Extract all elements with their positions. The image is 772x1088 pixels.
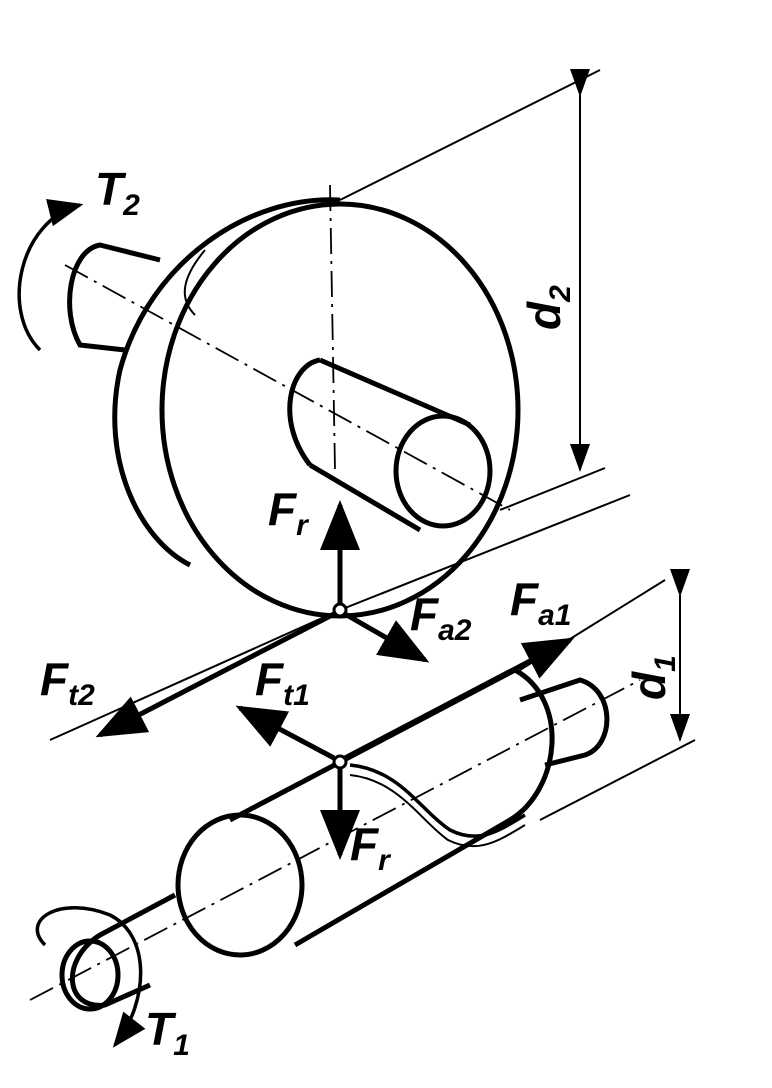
t1-label: T1	[145, 1003, 190, 1062]
torque-t2: T2	[17, 163, 140, 352]
wheel-forces: Fr Fa2 Ft2	[40, 483, 472, 738]
worm-wheel	[64, 184, 521, 619]
worm-right-shaft	[519, 677, 610, 768]
ft1-arrow	[235, 705, 336, 761]
d1-bottom-reference	[539, 739, 696, 821]
worm-body	[228, 667, 555, 948]
t2-label: T2	[95, 163, 140, 222]
fa2-arrow	[343, 611, 430, 663]
wheel-force-origin-point	[332, 602, 348, 618]
wheel-hub-body	[287, 357, 471, 533]
worm-body-end	[175, 812, 305, 958]
reference-lines	[49, 69, 696, 821]
wheel-rim-edge	[183, 249, 206, 316]
worm-force-origin-point	[332, 754, 348, 770]
fa1-label: Fa1	[510, 573, 571, 632]
wheel-vertical-chainline	[329, 184, 336, 471]
wheel-rim-back	[112, 197, 341, 568]
dimension-d1: d1	[623, 569, 690, 742]
wheel-hub-end	[393, 413, 493, 529]
worm-forces: Fr Fa1 Ft1	[235, 573, 575, 877]
wheel-shaft-stub	[67, 242, 161, 353]
ft1-label: Ft1	[255, 653, 310, 712]
fr-upper-label: Fr	[268, 483, 310, 542]
worm-thread	[349, 763, 526, 838]
worm-left-shaft-end	[59, 938, 121, 1012]
contact-line-left	[49, 609, 341, 741]
fr-lower-label: Fr	[350, 818, 392, 877]
d2-bottom-reference	[499, 467, 606, 511]
worm-shaft	[29, 667, 641, 1012]
worm-axis-chainline	[29, 679, 641, 1001]
torque-t2-arrow	[17, 199, 84, 352]
torque-t1: T1	[35, 905, 190, 1062]
ft2-arrow	[95, 611, 336, 738]
contact-line-right	[339, 494, 631, 611]
fa1-arrow	[343, 637, 575, 761]
d1-label: d1	[623, 655, 682, 700]
fa2-label: Fa2	[410, 588, 472, 647]
d2-label: d2	[518, 285, 577, 330]
ft2-label: Ft2	[40, 653, 95, 712]
worm-thread-inner	[349, 774, 526, 848]
torque-t1-arrow	[35, 905, 146, 1048]
d2-top-reference	[339, 69, 601, 201]
dimension-d2: d2	[518, 69, 590, 472]
wheel-axis-chainline	[64, 264, 511, 511]
